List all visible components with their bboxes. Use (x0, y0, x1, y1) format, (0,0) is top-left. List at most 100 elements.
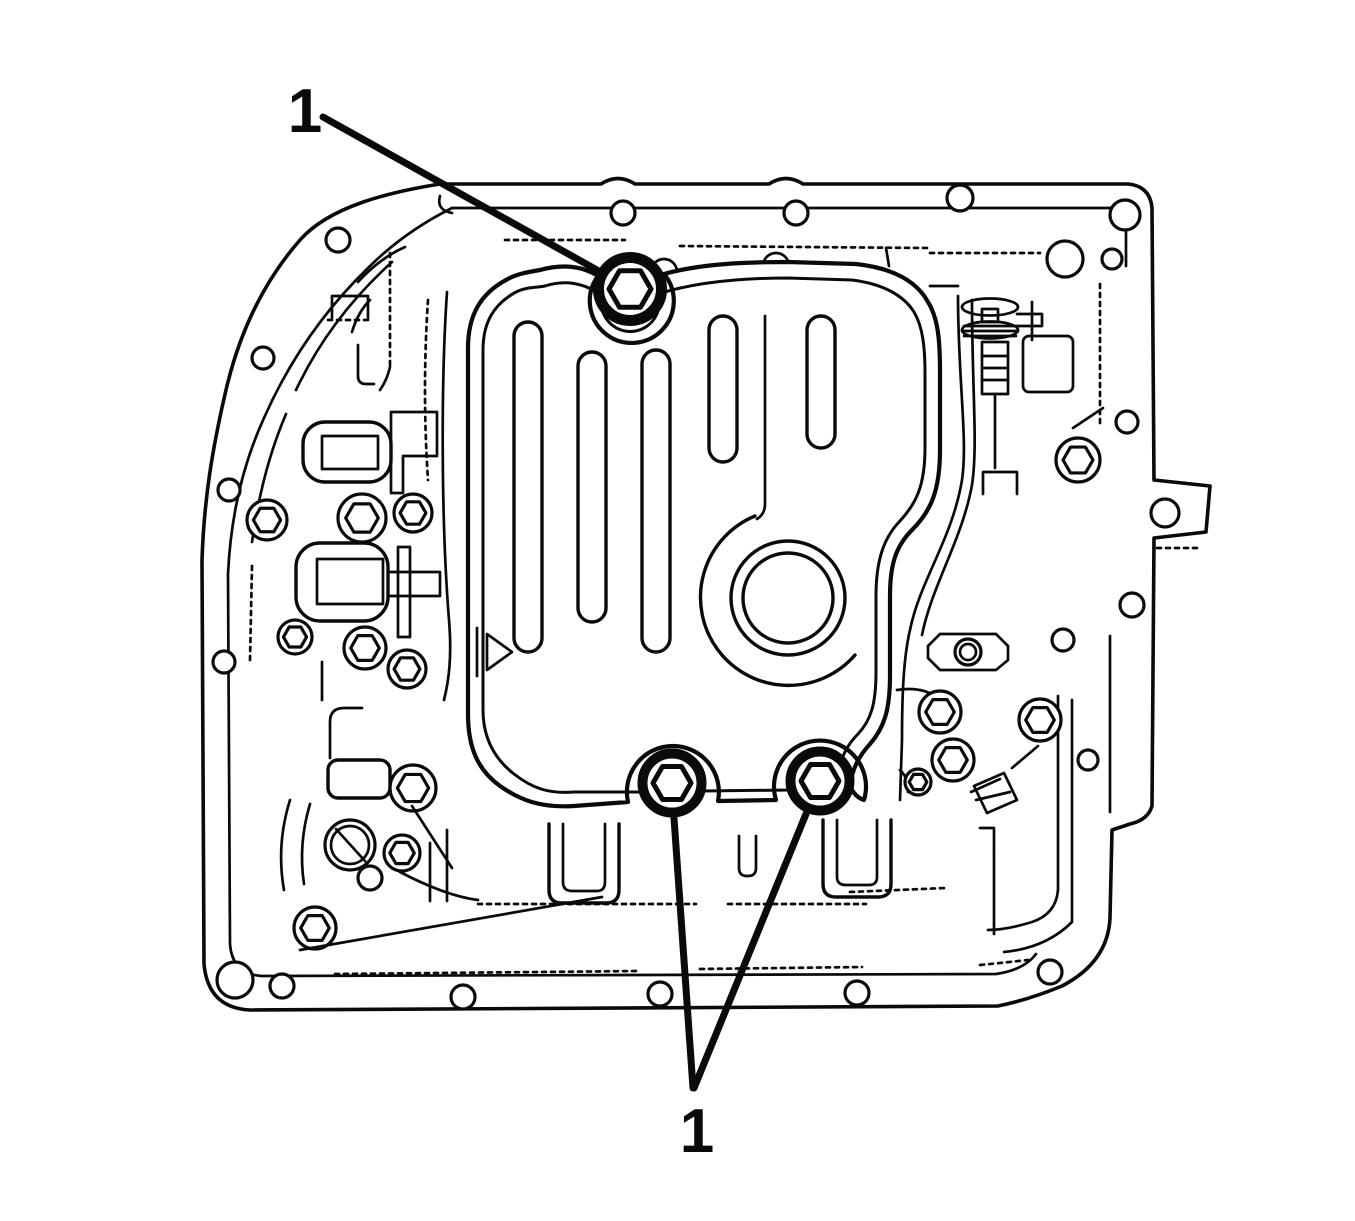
valve-body-left-details (247, 251, 604, 950)
valve-bolt-icon (344, 627, 386, 669)
transmission-filter (465, 259, 943, 809)
leader-line-top (319, 113, 601, 274)
solenoid-2-core (315, 557, 385, 606)
valve-step (981, 470, 1019, 496)
gasket-hole (1050, 627, 1076, 653)
gasket-hole (1118, 591, 1146, 619)
pan-wall-line-a (441, 290, 452, 702)
corner-arc-1 (294, 260, 394, 392)
valve-bolt-icon (1056, 438, 1100, 482)
valve-block-right (1021, 334, 1075, 394)
solenoid-2-crossbar (386, 570, 442, 598)
pan-inner-rim-left-bottom (226, 206, 1038, 978)
valve-bolt-icon (278, 620, 312, 654)
gasket-hole (211, 649, 237, 675)
valve-bolt-icon (247, 500, 287, 540)
gasket-hole (449, 983, 477, 1011)
intake-inner-ring (741, 551, 835, 645)
corner-curl (437, 194, 454, 215)
lower-curve (398, 870, 480, 902)
solenoid-3-bracket (328, 706, 364, 760)
solenoid-2-stem (396, 545, 412, 639)
filter-slot (512, 320, 544, 654)
filter-bolt-bottom-left (637, 748, 707, 818)
right-inner-vert-1 (986, 694, 1060, 932)
diagonal-tie (1071, 406, 1105, 430)
gasket-hole (1076, 748, 1100, 772)
mid-bracket (356, 343, 376, 386)
gasket-hole (1114, 409, 1140, 435)
filter-slot (640, 348, 672, 654)
valve-bolt-icon (390, 765, 436, 811)
gasket-hole (782, 199, 810, 227)
valve-bolt-icon (338, 494, 386, 542)
lower-left-arc-2 (300, 802, 312, 886)
hex-plate (926, 632, 1010, 672)
gasket-hole (1045, 239, 1085, 279)
gasket-hole (324, 226, 352, 254)
tilted-square-inner (969, 777, 1002, 794)
right-bracket (978, 826, 996, 856)
filter-arrow-notch (485, 632, 514, 672)
callout-label-top: 1 (288, 77, 322, 146)
gasket-hole (609, 199, 637, 227)
gasket-hole (843, 979, 871, 1007)
filter-slot (805, 314, 837, 450)
cluster-tie-4 (1010, 744, 1040, 770)
bolt-cluster-bottom-right (897, 632, 1061, 815)
filter-crease-line (755, 314, 767, 521)
wall-tail-left (378, 365, 392, 392)
valve-bolt-icon (932, 739, 974, 781)
callout-label-bottom: 1 (680, 1097, 714, 1166)
small-bracket-upper (330, 294, 370, 320)
right-wall-line-a (898, 294, 966, 802)
filter-intake-port (698, 514, 857, 688)
filter-slot (576, 350, 608, 624)
gasket-hole (1100, 247, 1124, 271)
pan-wall-line-b (423, 298, 430, 482)
gasket-hole (1149, 497, 1181, 529)
leader-line-bottom-right (690, 810, 810, 1092)
u-channel-2-inner (835, 818, 879, 887)
leader-line-bottom-left (670, 814, 697, 1092)
pan-bottom-details (333, 818, 1030, 976)
u-channel-stub (737, 834, 758, 878)
corner-arc-4 (356, 245, 407, 284)
valve-block-hatch-lines (980, 354, 1010, 382)
filter-inner-edge (481, 276, 927, 794)
callout-1-top: 1 (288, 77, 601, 274)
gasket-hole (945, 183, 975, 213)
small-port (356, 864, 384, 892)
slotted-screw-icon (323, 818, 377, 872)
lower-wedge-line (410, 804, 454, 870)
bottom-line-2c (978, 958, 1030, 967)
gasket-hole (216, 477, 242, 503)
gasket-hole (1108, 198, 1142, 232)
gasket-hole (1036, 958, 1064, 986)
gasket-hole (646, 980, 674, 1008)
filter-bolt-top (593, 252, 667, 326)
bottom-line-2a (333, 969, 640, 976)
solenoid-3-body (326, 758, 392, 800)
right-wall-line-b (920, 298, 977, 637)
solenoid-1-core (320, 434, 380, 471)
filter-bolt-bottom-right (785, 746, 855, 816)
gasket-hole (215, 960, 255, 1000)
u-channel-1-inner (561, 822, 607, 893)
valve-bolt-icon (388, 650, 426, 688)
u-channel-1-outer (547, 822, 621, 905)
gasket-hole (250, 345, 276, 371)
bottom-line-1c (848, 886, 948, 894)
valve-bolt-icon (919, 691, 961, 733)
filter-slot (707, 314, 739, 464)
gasket-hole (268, 972, 296, 1000)
valve-bolt-icon (394, 494, 432, 532)
corner-arc-3 (248, 564, 254, 662)
tilted-square-tab (972, 771, 1019, 815)
solenoid-1-bracket (389, 410, 439, 495)
valve-body-right-details (897, 284, 1110, 954)
lower-left-arc-1 (279, 798, 292, 892)
perimeter-bolt-holes (211, 183, 1181, 1011)
